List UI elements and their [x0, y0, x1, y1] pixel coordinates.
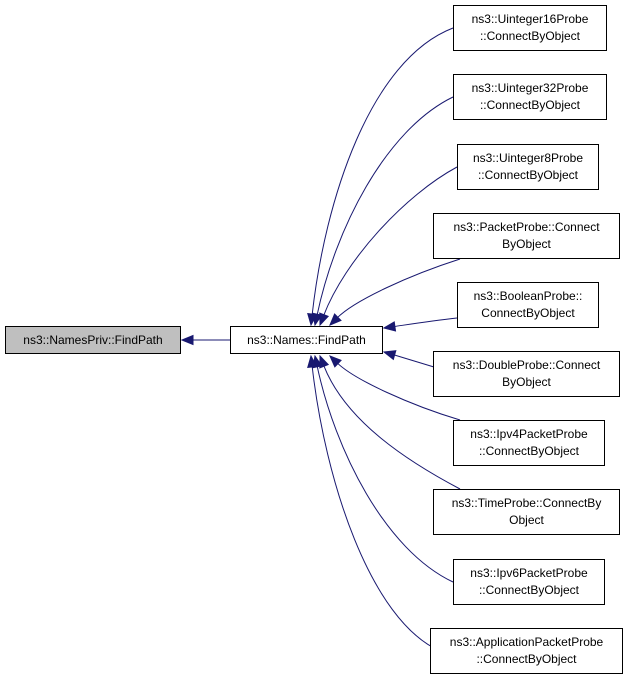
- edge-caller-8-to-center: [316, 365, 454, 583]
- node-label: ns3::Names::FindPath: [247, 332, 366, 347]
- edge-caller-3-to-center-arrowhead: [329, 313, 342, 326]
- node-names-findpath[interactable]: ns3::Names::FindPath: [230, 326, 383, 354]
- edge-caller-6-to-center: [336, 362, 461, 421]
- node-ipv6packetprobe-connectbyobject[interactable]: ns3::Ipv6PacketProbe ::ConnectByObject: [453, 559, 605, 605]
- node-label-line1: ns3::Uinteger8Probe: [472, 151, 584, 165]
- node-label-line2: ::ConnectByObject: [478, 444, 580, 458]
- node-label-line2: ConnectByObject: [481, 306, 575, 320]
- node-label-line1: ns3::Ipv6PacketProbe: [470, 566, 588, 580]
- edge-caller-0-to-center: [311, 27, 454, 316]
- edge-caller-1-to-center: [316, 96, 454, 316]
- node-label-line2: ByObject: [502, 237, 551, 251]
- edge-caller-2-to-center: [323, 166, 458, 316]
- node-uinteger8probe-connectbyobject[interactable]: ns3::Uinteger8Probe ::ConnectByObject: [457, 144, 599, 190]
- node-uinteger32probe-connectbyobject[interactable]: ns3::Uinteger32Probe ::ConnectByObject: [453, 74, 607, 120]
- edge-caller-4-to-center: [393, 317, 458, 328]
- edge-caller-7-to-center-arrowhead: [319, 354, 330, 369]
- node-label-line2: ::ConnectByObject: [476, 652, 577, 666]
- node-label-line1: ns3::BooleanProbe::: [473, 289, 583, 303]
- node-label-line2: ::ConnectByObject: [479, 98, 581, 112]
- node-packetprobe-connectbyobject[interactable]: ns3::PacketProbe::Connect ByObject: [433, 213, 620, 259]
- node-label: ns3::NamesPriv::FindPath: [23, 332, 163, 347]
- edge-caller-2-to-center-arrowhead: [319, 312, 330, 327]
- node-label-line1: ns3::TimeProbe::ConnectBy: [451, 496, 602, 510]
- edge-center-to-target-arrowhead: [180, 334, 194, 346]
- node-label-line2: ::ConnectByObject: [478, 583, 580, 597]
- node-label-line1: ns3::Uinteger16Probe: [471, 12, 589, 26]
- node-label-line1: ns3::Ipv4PacketProbe: [470, 427, 588, 441]
- node-label-line1: ns3::PacketProbe::Connect: [453, 220, 600, 234]
- edge-caller-5-to-center-arrowhead: [382, 350, 397, 361]
- edge-caller-7-to-center: [323, 365, 461, 490]
- node-applicationpacketprobe-connectbyobject[interactable]: ns3::ApplicationPacketProbe ::ConnectByO…: [430, 628, 623, 674]
- edge-caller-6-to-center-arrowhead: [329, 355, 342, 368]
- edge-caller-9-to-center-arrowhead: [307, 354, 318, 369]
- node-label-line1: ns3::Uinteger32Probe: [471, 81, 589, 95]
- node-label-line2: Object: [509, 513, 544, 527]
- edge-caller-4-to-center-arrowhead: [382, 321, 397, 332]
- node-label-line2: ::ConnectByObject: [477, 168, 579, 182]
- node-ipv4packetprobe-connectbyobject[interactable]: ns3::Ipv4PacketProbe ::ConnectByObject: [453, 420, 605, 466]
- node-label-line2: ByObject: [502, 375, 551, 389]
- edge-caller-3-to-center: [336, 258, 461, 319]
- node-label-line1: ns3::DoubleProbe::Connect: [452, 358, 601, 372]
- node-doubleprobe-connectbyobject[interactable]: ns3::DoubleProbe::Connect ByObject: [433, 351, 620, 397]
- node-booleanprobe-connectbyobject[interactable]: ns3::BooleanProbe:: ConnectByObject: [457, 282, 599, 328]
- node-label-line1: ns3::ApplicationPacketProbe: [449, 635, 604, 649]
- node-uinteger16probe-connectbyobject[interactable]: ns3::Uinteger16Probe ::ConnectByObject: [453, 5, 607, 51]
- node-timeprobe-connectbyobject[interactable]: ns3::TimeProbe::ConnectBy Object: [433, 489, 620, 535]
- edge-caller-9-to-center: [311, 365, 441, 652]
- node-names-priv-findpath[interactable]: ns3::NamesPriv::FindPath: [5, 326, 181, 354]
- node-label-line2: ::ConnectByObject: [479, 29, 581, 43]
